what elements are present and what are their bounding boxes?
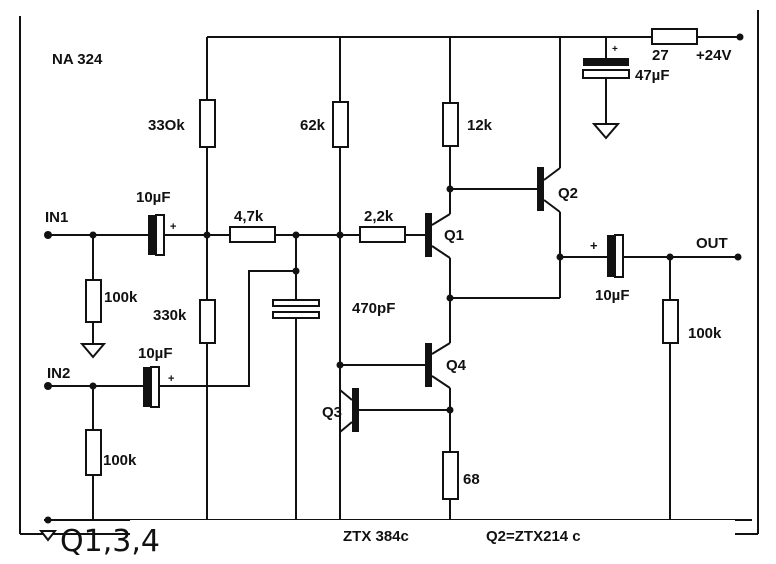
resistor-330k-bottom-label: 330k xyxy=(153,307,187,324)
input2-cap-plate xyxy=(150,366,160,408)
resistor-330k-bottom xyxy=(199,299,216,344)
input1-cap xyxy=(148,215,156,255)
transistor-q1-base xyxy=(425,213,432,257)
resistor-62k xyxy=(332,101,349,148)
input2-cap xyxy=(143,367,151,407)
footer-transistor-type: ZTX 384c xyxy=(343,528,409,545)
ground-icon xyxy=(79,343,107,359)
resistor-2k2 xyxy=(359,226,406,243)
resistor-4k7 xyxy=(229,226,276,243)
svg-text:+: + xyxy=(590,238,598,253)
resistor-12k-label: 12k xyxy=(467,117,493,134)
output-resistor xyxy=(662,299,679,344)
input1-resistor xyxy=(85,279,102,323)
transistor-q4-base xyxy=(425,343,432,387)
schematic-title: NA 324 xyxy=(52,51,103,68)
wire xyxy=(543,167,561,181)
output-cap xyxy=(607,235,615,277)
input1-label: IN1 xyxy=(45,209,68,226)
wire xyxy=(431,342,451,355)
wire xyxy=(543,199,561,213)
decoupling-cap-label: 47µF xyxy=(635,67,670,84)
input2-resistor xyxy=(85,429,102,476)
input2-cap-label: 10µF xyxy=(138,345,173,362)
capacitor-470p-plate1 xyxy=(272,299,320,307)
wire xyxy=(159,270,296,387)
footer-background xyxy=(130,520,735,540)
input1-cap-plate xyxy=(155,214,165,256)
supply-voltage-label: +24V xyxy=(696,47,731,64)
output-cap-label: 10µF xyxy=(595,287,630,304)
footer-q2-type: Q2=ZTX214 c xyxy=(486,528,581,545)
input1-resistor-label: 100k xyxy=(104,289,138,306)
wire xyxy=(431,213,451,226)
transistor-q4-label: Q4 xyxy=(446,357,467,374)
input2-label: IN2 xyxy=(47,365,70,382)
decoupling-cap-plate xyxy=(583,58,629,66)
supply-resistor-label: 27 xyxy=(652,47,669,64)
transistor-q1-label: Q1 xyxy=(444,227,464,244)
svg-text:+: + xyxy=(170,221,176,233)
wire xyxy=(339,421,353,433)
resistor-68 xyxy=(442,451,459,500)
resistor-68-label: 68 xyxy=(463,471,480,488)
input1-cap-label: 10µF xyxy=(136,189,171,206)
supply-resistor xyxy=(651,28,698,45)
capacitor-470p-label: 470pF xyxy=(352,300,395,317)
ground-icon xyxy=(38,530,58,542)
transistor-q3-label: Q3 xyxy=(322,404,342,421)
resistor-62k-label: 62k xyxy=(300,117,326,134)
wire xyxy=(431,245,451,259)
capacitor-470p-plate2 xyxy=(272,311,320,319)
resistor-12k xyxy=(442,102,459,147)
wire xyxy=(431,375,451,389)
decoupling-cap-plate2 xyxy=(582,69,630,79)
output-label: OUT xyxy=(696,235,728,252)
resistor-330k-top-label: 33Ok xyxy=(148,117,185,134)
resistor-330k-top xyxy=(199,99,216,148)
ground-icon xyxy=(591,123,621,140)
input2-resistor-label: 100k xyxy=(103,452,137,469)
footer-handwritten-note: Q1,3,4 xyxy=(60,524,160,559)
output-cap-plate xyxy=(614,234,624,278)
resistor-4k7-label: 4,7k xyxy=(234,208,264,225)
transistor-q3-base xyxy=(352,388,359,432)
output-resistor-label: 100k xyxy=(688,325,722,342)
svg-text:+: + xyxy=(612,44,618,55)
transistor-q2-label: Q2 xyxy=(558,185,578,202)
wire xyxy=(339,389,353,401)
supply-terminal xyxy=(736,33,744,41)
resistor-2k2-label: 2,2k xyxy=(364,208,394,225)
output-terminal xyxy=(734,253,742,261)
svg-text:+: + xyxy=(168,373,174,385)
transistor-q2-base xyxy=(537,167,544,211)
